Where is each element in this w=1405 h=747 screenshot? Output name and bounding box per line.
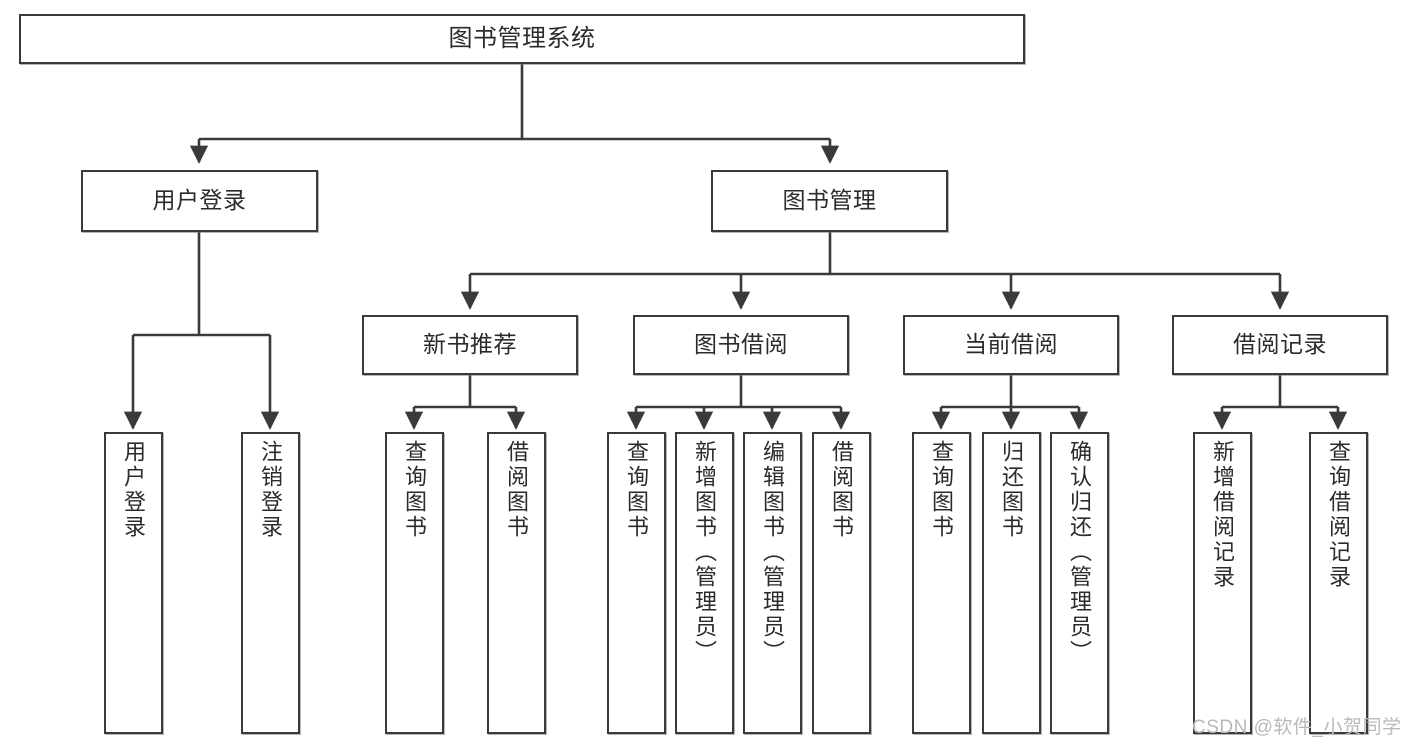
node-label: 归还图书 [999, 440, 1025, 540]
node-current-borrow[interactable]: 当前借阅 [903, 315, 1119, 375]
node-label: 查询图书 [402, 440, 428, 540]
node-label: 借阅图书 [504, 440, 530, 540]
node-root-system[interactable]: 图书管理系统 [19, 14, 1025, 64]
leaf-book-borrow-edit[interactable]: 编辑图书（管理员） [743, 432, 802, 734]
node-book-management[interactable]: 图书管理 [711, 170, 948, 232]
leaf-book-borrow-borrow[interactable]: 借阅图书 [812, 432, 871, 734]
node-label: 编辑图书（管理员） [760, 440, 786, 665]
node-user-login[interactable]: 用户登录 [81, 170, 318, 232]
node-label: 查询图书 [929, 440, 955, 540]
node-book-borrow[interactable]: 图书借阅 [633, 315, 849, 375]
node-borrow-record[interactable]: 借阅记录 [1172, 315, 1388, 375]
node-label: 借阅记录 [1233, 331, 1327, 358]
node-label: 借阅图书 [829, 440, 855, 540]
leaf-new-book-query[interactable]: 查询图书 [385, 432, 444, 734]
leaf-user-login-login[interactable]: 用户登录 [104, 432, 163, 734]
leaf-book-borrow-query[interactable]: 查询图书 [607, 432, 666, 734]
leaf-borrow-record-add[interactable]: 新增借阅记录 [1193, 432, 1252, 734]
leaf-book-borrow-add[interactable]: 新增图书（管理员） [675, 432, 734, 734]
node-label: 查询图书 [624, 440, 650, 540]
node-label: 用户登录 [121, 440, 147, 540]
node-label: 当前借阅 [964, 331, 1058, 358]
node-label: 图书管理系统 [448, 24, 596, 52]
node-label: 新增图书（管理员） [692, 440, 718, 665]
node-label: 新书推荐 [423, 331, 517, 358]
node-label: 新增借阅记录 [1210, 440, 1236, 590]
node-label: 用户登录 [152, 187, 247, 214]
leaf-user-login-logout[interactable]: 注销登录 [241, 432, 300, 734]
node-new-book-recommend[interactable]: 新书推荐 [362, 315, 578, 375]
leaf-current-borrow-return[interactable]: 归还图书 [982, 432, 1041, 734]
leaf-current-borrow-query[interactable]: 查询图书 [912, 432, 971, 734]
node-label: 图书借阅 [694, 331, 788, 358]
leaf-new-book-borrow[interactable]: 借阅图书 [487, 432, 546, 734]
node-label: 查询借阅记录 [1326, 440, 1352, 590]
node-label: 图书管理 [782, 187, 877, 214]
leaf-borrow-record-query[interactable]: 查询借阅记录 [1309, 432, 1368, 734]
node-label: 注销登录 [258, 440, 284, 540]
watermark-text: CSDN @软件_小贺同学 [1192, 717, 1402, 738]
leaf-current-borrow-confirm-return[interactable]: 确认归还（管理员） [1050, 432, 1109, 734]
node-label: 确认归还（管理员） [1067, 440, 1093, 665]
